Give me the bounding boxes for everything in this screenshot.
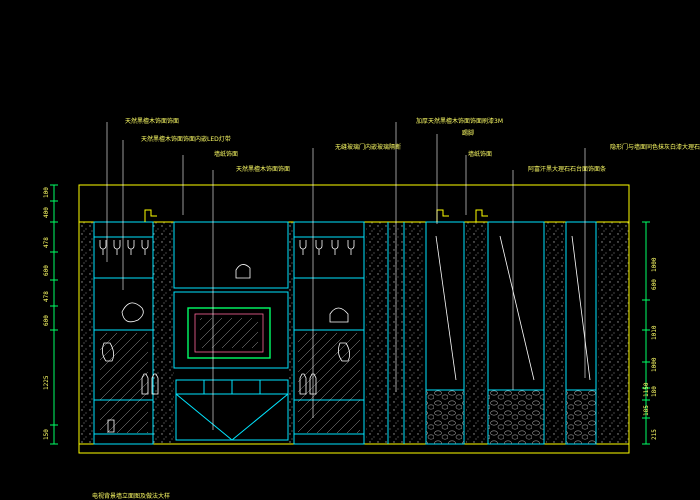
footer-caption: 电视背景墙立面图及做法大样 xyxy=(92,492,170,500)
annotation-10: 隐形门与墙面同色抹灰白漆大理石 xyxy=(610,143,700,151)
left-dim-5: 478 xyxy=(43,291,50,302)
left-dimension-chain: 100 400 478 600 478 600 1225 150 xyxy=(43,184,58,445)
left-dim-2: 400 xyxy=(43,207,50,218)
left-dim-7: 1225 xyxy=(43,375,50,390)
annotations: 天然黑檀木饰面饰面 天然黑檀木饰面饰面内嵌LED灯带 墙纸饰面 天然黑檀木饰面饰… xyxy=(125,117,700,173)
right-dim-3: 1010 xyxy=(651,325,658,340)
wine-glass-rack-right xyxy=(299,240,355,255)
left-display-cabinet xyxy=(79,221,174,445)
right-dim-2: 600 xyxy=(651,279,658,290)
stone-wall-panels xyxy=(366,221,629,445)
annotation-3: 墙纸饰面 xyxy=(214,150,238,158)
left-dim-8: 150 xyxy=(43,429,50,440)
right-dim-8: 215 xyxy=(651,429,658,440)
left-dim-6: 600 xyxy=(43,315,50,326)
left-dim-3: 478 xyxy=(43,237,50,248)
right-dim-6: 180 xyxy=(651,386,658,397)
right-dim-1: 1000 xyxy=(651,257,658,272)
annotation-6: 加厚天然黑檀木饰面饰面刷漆3M xyxy=(416,117,503,125)
left-dim-4: 600 xyxy=(43,265,50,276)
annotation-2: 天然黑檀木饰面饰面内嵌LED灯带 xyxy=(141,135,231,143)
right-dimension-chain: 1000 600 1010 1000 1150 180 185 215 xyxy=(642,221,658,445)
annotation-4: 天然黑檀木饰面饰面 xyxy=(236,165,290,173)
tv-screen xyxy=(187,307,271,359)
right-dim-5: 1150 xyxy=(643,382,650,397)
ceiling-detail-marks xyxy=(144,209,488,222)
leader-lines xyxy=(106,122,586,430)
left-dim-1: 100 xyxy=(43,187,50,198)
right-dim-4: 1000 xyxy=(651,357,658,372)
annotation-5: 无缝玻璃门内嵌玻璃隔断 xyxy=(335,143,401,151)
annotation-7: 踢脚 xyxy=(462,129,474,137)
right-dim-7: 185 xyxy=(643,405,650,416)
annotation-9: 阿富汗黑大理石石台面饰面条 xyxy=(528,165,606,173)
annotation-8: 墙纸饰面 xyxy=(468,150,492,158)
right-display-cabinet xyxy=(288,221,365,445)
decor-vase-left xyxy=(102,302,159,433)
annotation-1: 天然黑檀木饰面饰面 xyxy=(125,117,179,125)
wine-glass-rack-left xyxy=(99,240,149,255)
tv-feature-wall xyxy=(173,221,289,441)
